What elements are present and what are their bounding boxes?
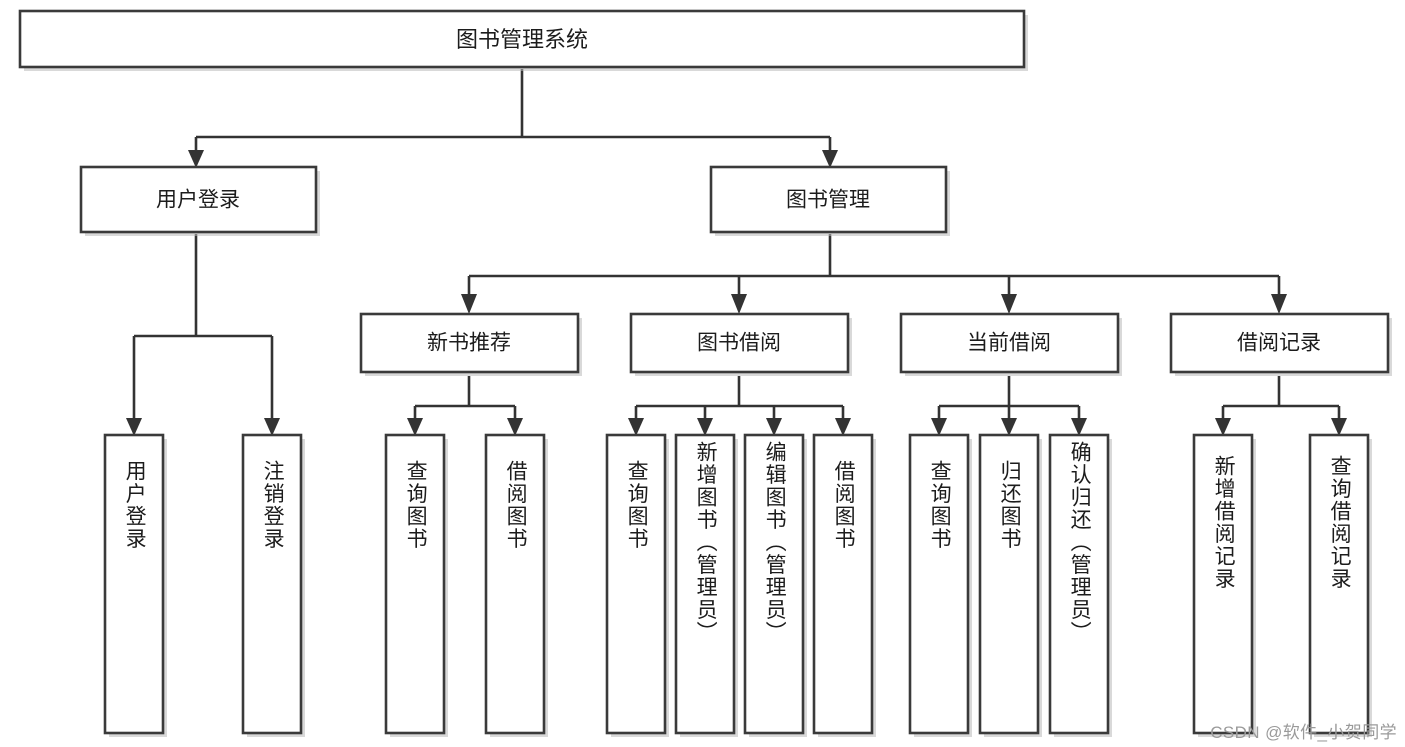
leaf-borrowrecord-query-rect[interactable] — [1308, 433, 1370, 735]
leaf-borrowrecord-add-rect[interactable] — [1192, 433, 1254, 735]
arrowhead-bookborrow-add — [697, 418, 713, 436]
leaf-newbook-query-rect[interactable] — [384, 433, 446, 735]
node-book-borrow-label: 图书借阅 — [697, 332, 781, 355]
arrowhead-newbook-borrow — [507, 418, 523, 436]
arrowhead-bookborrow-edit — [766, 418, 782, 436]
leaf-bookborrow-add-rect[interactable] — [674, 433, 736, 735]
leaf-nodes-layer — [103, 433, 1372, 737]
node-current-borrow-rect[interactable] — [899, 312, 1120, 374]
arrowhead-newbook-query — [407, 418, 423, 436]
node-root-label: 图书管理系统 — [456, 27, 588, 52]
node-borrow-record-label: 借阅记录 — [1237, 332, 1321, 355]
arrowhead-user-login — [188, 150, 204, 168]
arrowhead-book-borrow — [731, 294, 747, 314]
leaf-newbook-borrow-rect[interactable] — [484, 433, 546, 735]
node-new-book-recommend[interactable]: 新书推荐 — [359, 312, 582, 376]
node-borrow-record[interactable]: 借阅记录 — [1169, 312, 1392, 376]
node-book-borrow[interactable]: 图书借阅 — [629, 312, 852, 376]
node-book-management-label: 图书管理 — [786, 189, 870, 212]
node-current-borrow-label: 当前借阅 — [967, 332, 1051, 355]
arrowhead-current-borrow — [1001, 294, 1017, 314]
node-book-management[interactable]: 图书管理 — [709, 165, 950, 236]
arrowhead-borrowrecord-query — [1331, 418, 1347, 436]
node-book-borrow-rect[interactable] — [629, 312, 850, 374]
arrowhead-new-book-recommend — [461, 294, 477, 314]
arrowhead-leaf-logout — [264, 418, 280, 436]
leaf-logout-rect[interactable] — [241, 433, 303, 735]
arrowhead-borrowrecord-add — [1215, 418, 1231, 436]
arrowhead-currentborrow-query — [931, 418, 947, 436]
arrowhead-bookborrow-lend — [835, 418, 851, 436]
node-user-login-rect[interactable] — [79, 165, 318, 234]
leaf-bookborrow-edit-rect[interactable] — [743, 433, 805, 735]
node-new-book-recommend-label: 新书推荐 — [427, 332, 511, 355]
node-user-login[interactable]: 用户登录 — [79, 165, 320, 236]
node-user-login-label: 用户登录 — [156, 189, 240, 212]
leaf-bookborrow-lend-rect[interactable] — [812, 433, 874, 735]
arrowhead-borrow-record — [1271, 294, 1287, 314]
node-root-rect[interactable] — [18, 9, 1026, 69]
node-root[interactable]: 图书管理系统 — [18, 9, 1028, 71]
node-new-book-recommend-rect[interactable] — [359, 312, 580, 374]
node-current-borrow[interactable]: 当前借阅 — [899, 312, 1122, 376]
leaf-currentborrow-confirm-rect[interactable] — [1048, 433, 1110, 735]
node-borrow-record-rect[interactable] — [1169, 312, 1390, 374]
arrowhead-currentborrow-return — [1001, 418, 1017, 436]
leaf-currentborrow-return-rect[interactable] — [978, 433, 1040, 735]
arrowhead-currentborrow-confirm — [1071, 418, 1087, 436]
arrowhead-book-mgmt — [822, 150, 838, 168]
connectors-layer — [126, 69, 1347, 436]
leaf-currentborrow-query-rect[interactable] — [908, 433, 970, 735]
arrowhead-leaf-user-login — [126, 418, 142, 436]
leaf-user-login-rect[interactable] — [103, 433, 165, 735]
arrowhead-bookborrow-query — [628, 418, 644, 436]
leaf-bookborrow-query-rect[interactable] — [605, 433, 667, 735]
node-book-management-rect[interactable] — [709, 165, 948, 234]
